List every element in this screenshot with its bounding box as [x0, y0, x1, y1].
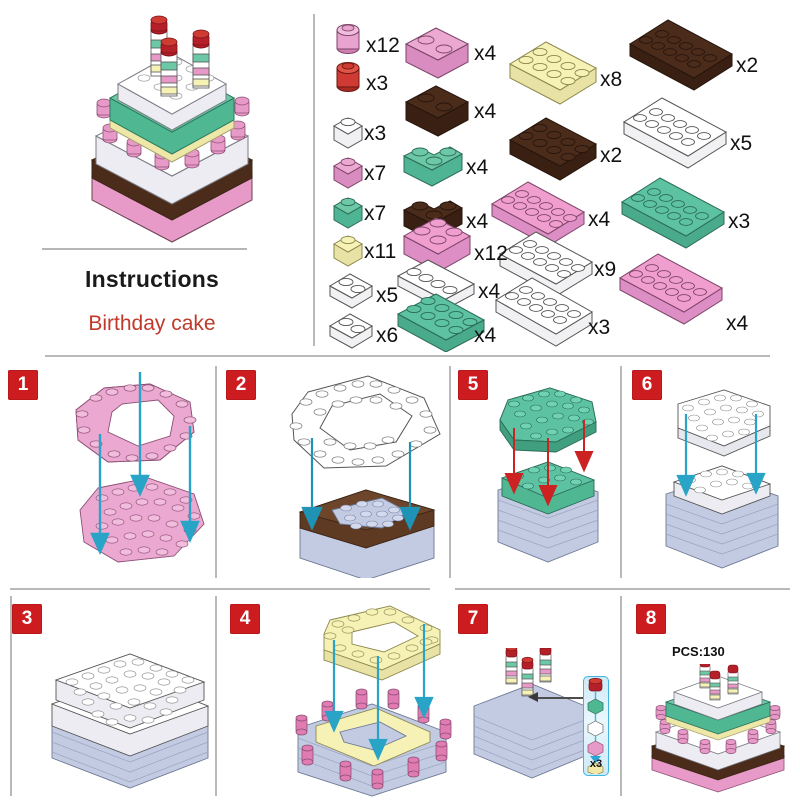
part-count-plate-2x8-mint: x3 — [728, 210, 751, 233]
step-badge-8: 8 — [636, 604, 666, 634]
step-divider-3-4 — [215, 596, 217, 796]
part-count-round-stud-pink: x12 — [366, 34, 400, 57]
header-left-panel: Instructions Birthday cake — [0, 0, 313, 352]
part-count-plate-2x8-pink: x4 — [726, 312, 749, 335]
step-badge-4: 4 — [230, 604, 260, 634]
part-count-plate-2x8-brown: x2 — [736, 54, 759, 77]
part-count-plate-2x4-brown: x2 — [600, 144, 623, 167]
step-badge-1: 1 — [8, 370, 38, 400]
part-count-brick-1x2-brown: x4 — [474, 100, 497, 123]
step-panel-2: 2 — [218, 362, 446, 578]
step-badge-2: 2 — [226, 370, 256, 400]
title-rule — [42, 248, 247, 250]
step-divider-5-6 — [620, 366, 622, 578]
part-count-brick-1x2-pink: x4 — [474, 42, 497, 65]
step-badge-7: 7 — [458, 604, 488, 634]
step-divider-7-8 — [620, 596, 622, 796]
step-panel-4: 4 — [218, 592, 452, 800]
step-panel-8: 8 PCS:130 — [624, 592, 800, 800]
part-count-plate-1x2-white-a: x5 — [376, 284, 399, 307]
part-count-corner-2x2-brown: x4 — [466, 210, 489, 233]
step-badge-3: 3 — [12, 604, 42, 634]
piece-count-label: PCS:130 — [672, 644, 725, 659]
page-title: Instructions — [84, 266, 220, 292]
step-divider-left-edge — [10, 596, 12, 796]
part-count-plate-2x6-white: x9 — [594, 258, 617, 281]
steps-mid-divider-left — [10, 588, 430, 590]
parts-inventory: x12 x3 x3 x7 x7 x11 x5 x6 x4 x4 x4 x4 x1… — [322, 4, 796, 352]
part-count-plate-1x2-white-b: x6 — [376, 324, 399, 347]
steps-mid-divider-right — [455, 588, 790, 590]
step-badge-6: 6 — [632, 370, 662, 400]
header-parts-divider — [313, 14, 315, 346]
part-count-brick-1x1-white: x3 — [364, 122, 387, 145]
step-divider-1-2 — [215, 366, 217, 578]
birthday-cake-hero-image — [52, 8, 292, 244]
part-count-plate-2x4-cream: x8 — [600, 68, 623, 91]
candle-subassembly-callout — [583, 676, 609, 776]
part-count-plate-1x4-white: x4 — [478, 280, 501, 303]
part-count-plate-2x6-pink: x4 — [588, 208, 611, 231]
step-panel-1: 1 — [0, 362, 215, 578]
step-divider-4-7 — [449, 366, 451, 578]
part-count-plate-2x8-white: x3 — [588, 316, 611, 339]
part-count-brick-1x1-cream: x11 — [364, 240, 397, 263]
part-count-plate-2x8-white-long: x5 — [730, 132, 753, 155]
model-name: Birthday cake — [88, 312, 216, 335]
part-count-brick-2x2-pink: x12 — [474, 242, 508, 265]
callout-pointer-line — [536, 697, 584, 699]
step-panel-6: 6 — [624, 362, 800, 578]
step-panel-7: 7 — [452, 592, 620, 800]
part-count-round-stud-red: x3 — [366, 72, 389, 95]
callout-multiplier: x3 — [589, 758, 603, 770]
step-panel-3: 3 — [0, 592, 215, 800]
steps-top-divider — [45, 355, 770, 357]
part-count-brick-1x1-pink: x7 — [364, 162, 387, 185]
step-badge-5: 5 — [458, 370, 488, 400]
callout-pointer-arrow — [528, 692, 538, 702]
part-count-plate-2x4-mint: x4 — [474, 324, 497, 347]
part-count-brick-1x1-mint: x7 — [364, 202, 387, 225]
part-count-corner-2x2-mint: x4 — [466, 156, 489, 179]
step-panel-5: 5 — [452, 362, 620, 578]
